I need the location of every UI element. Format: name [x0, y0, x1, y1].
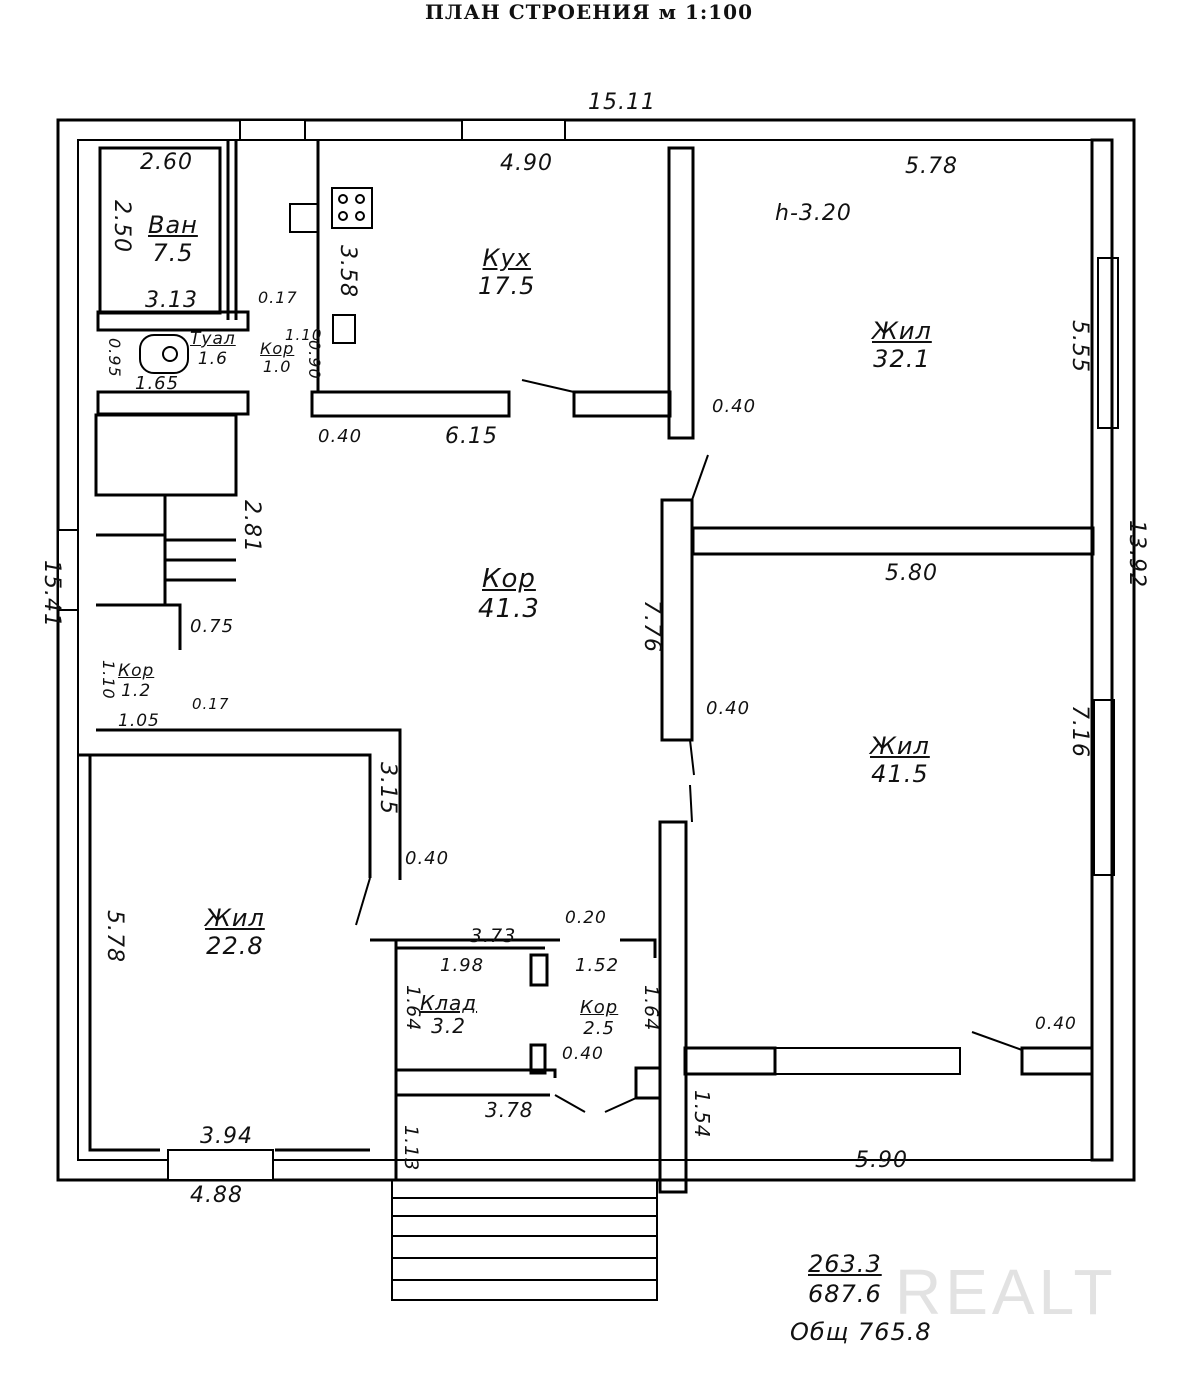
dim-wall-017b: 0.17	[192, 695, 230, 713]
dim-hall3-width: 1.52	[575, 955, 620, 976]
dim-hall2-height: 1.10	[99, 660, 118, 700]
dim-porch-height: 1.54	[690, 1090, 714, 1139]
dim-living3-height: 5.78	[102, 910, 127, 963]
dim-bath-top: 2.60	[140, 150, 193, 175]
dim-stairs: 2.81	[239, 500, 264, 553]
dim-porch-side: 1.13	[400, 1125, 422, 1172]
dim-right-total: 13.92	[1124, 520, 1149, 588]
dim-wall-040e: 0.40	[562, 1044, 604, 1064]
dim-wall-040b: 0.40	[712, 396, 757, 417]
dim-living1-width: 5.78	[905, 154, 958, 179]
dim-bath-side: 2.50	[109, 200, 134, 253]
plan-title: ПЛАН СТРОЕНИЯ м 1:100	[425, 0, 754, 24]
dim-hall3-height: 1.64	[640, 985, 662, 1032]
windows	[57, 119, 1119, 1181]
fixtures	[139, 187, 373, 374]
dim-corridor-height: 7.76	[639, 600, 664, 653]
dim-porch-width: 3.78	[485, 1098, 534, 1122]
dim-wc-width: 1.65	[135, 373, 180, 394]
dim-living3-width: 3.94	[200, 1124, 253, 1149]
living-area-total: 263.3	[808, 1250, 882, 1278]
dim-wall-020: 0.20	[565, 908, 607, 928]
dim-hall2-width: 1.05	[118, 711, 160, 731]
dim-wall-040f: 0.40	[1035, 1014, 1077, 1034]
dim-living2-width: 5.80	[885, 561, 938, 586]
dim-storage-top: 3.73	[470, 925, 517, 947]
dim-bath-bottom: 3.13	[145, 288, 198, 313]
dim-top-total: 15.11	[588, 90, 656, 115]
dim-wall-040c: 0.40	[706, 698, 751, 719]
overall-area-total: Общ 765.8	[790, 1318, 932, 1346]
dim-bottom-left: 4.88	[190, 1183, 243, 1208]
aux-area-total: 687.6	[808, 1280, 882, 1308]
dim-bottom-right: 5.90	[855, 1148, 908, 1173]
interior-walls	[78, 138, 1114, 1194]
dim-living2-height: 7.16	[1067, 705, 1092, 758]
dim-kitchen-bottom: 6.15	[445, 424, 498, 449]
ceiling-height: h-3.20	[775, 201, 852, 226]
dim-hall-width: 1.10	[285, 326, 323, 344]
dim-corridor-low: 3.15	[375, 762, 400, 815]
porch-steps	[391, 1179, 658, 1301]
door-swings	[355, 379, 1023, 1113]
dim-wc-height: 0.95	[105, 338, 124, 378]
dim-wall-017a: 0.17	[258, 288, 298, 307]
dim-left-total: 15.41	[39, 560, 64, 628]
dim-hall-height: 0.90	[305, 340, 324, 380]
dim-storage-width: 1.98	[440, 955, 485, 976]
watermark-logo: REALT	[895, 1256, 1117, 1328]
dim-kitchen-height: 3.58	[335, 245, 360, 298]
dim-wall-040d: 0.40	[405, 848, 450, 869]
dim-kitchen-width: 4.90	[500, 151, 553, 176]
dim-living1-height: 5.55	[1067, 320, 1092, 373]
dim-wall-040a: 0.40	[318, 426, 363, 447]
dim-stairs-width: 0.75	[190, 616, 235, 637]
